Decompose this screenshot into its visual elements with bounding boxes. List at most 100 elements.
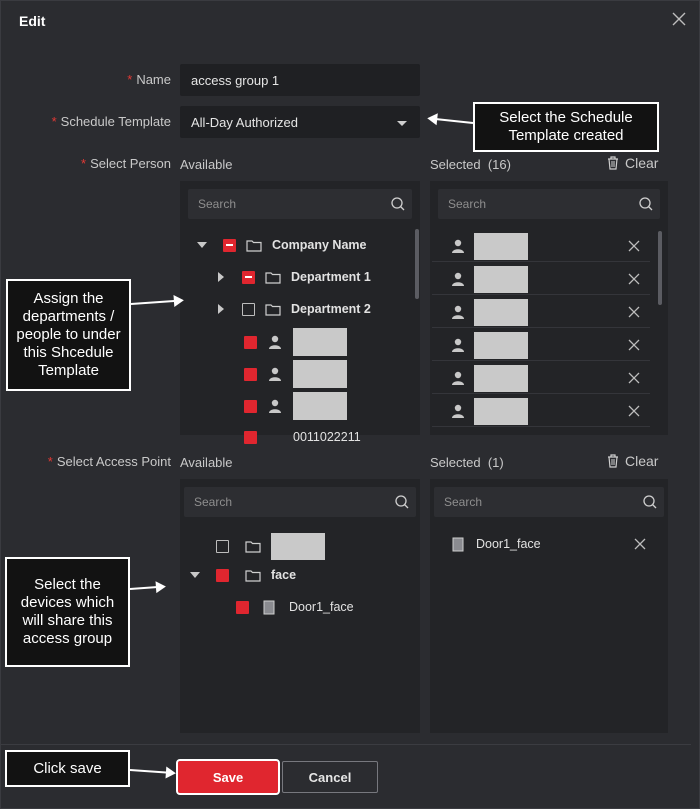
device-group-checkbox[interactable] [216,539,229,553]
tree-item-person[interactable] [244,391,347,421]
access-selected-panel: Search Door1_face [430,479,668,733]
arrow-assign [130,299,176,305]
person-name-redacted [474,398,528,425]
footer-divider [1,744,691,745]
person-checkbox[interactable] [244,335,257,349]
tree-item-person[interactable] [244,327,347,357]
tree-item-person[interactable] [244,359,347,389]
tree-item-door1-face[interactable]: Door1_face [236,595,354,619]
selected-person-row [432,230,650,262]
trash-icon [608,454,618,468]
save-button[interactable]: Save [176,759,280,795]
name-label: *Name [127,72,171,87]
access-selected-label: Selected (1) [430,455,504,470]
remove-icon[interactable] [628,306,640,318]
expand-icon[interactable] [218,272,224,282]
person-icon [269,367,281,381]
person-name-redacted [293,392,347,420]
callout-assign: Assign the departments / people to under… [6,279,131,391]
tree-item-company[interactable]: Company Name [197,233,366,257]
person-name-redacted [474,233,528,260]
select-person-label: *Select Person [81,156,171,171]
person-checkbox[interactable] [244,367,257,381]
person-checkbox[interactable] [244,430,257,444]
person-selected-panel: Search [430,181,668,435]
person-icon [269,399,281,413]
scrollbar[interactable] [658,231,662,305]
department-1-checkbox[interactable] [242,270,255,284]
access-clear-button[interactable]: Clear [607,453,658,469]
selected-person-row [432,329,650,361]
person-clear-button[interactable]: Clear [607,155,658,171]
person-available-panel: Search Company Name Department 1 Departm… [180,181,420,444]
remove-icon[interactable] [628,273,640,285]
remove-icon[interactable] [628,372,640,384]
access-available-search-input[interactable]: Search [184,487,416,517]
company-checkbox[interactable] [223,238,236,252]
device-icon [263,600,275,614]
name-input[interactable]: access group 1 [180,64,420,96]
folder-icon [245,569,261,582]
close-icon[interactable] [669,9,689,29]
tree-item-person[interactable]: 0011022211 [244,425,361,449]
person-icon [452,305,464,319]
expand-icon[interactable] [197,242,207,248]
person-selected-label: Selected (16) [430,157,511,172]
selected-device-row: Door1_face [452,532,541,556]
callout-devices: Select the devices which will share this… [5,557,130,667]
dialog-title: Edit [19,13,46,29]
person-selected-search-input[interactable]: Search [438,189,660,219]
folder-icon [265,303,281,316]
search-icon[interactable] [390,196,406,212]
face-checkbox[interactable] [216,568,229,582]
remove-icon[interactable] [628,240,640,252]
callout-schedule: Select the Schedule Template created [473,102,659,152]
selected-person-row [432,263,650,295]
expand-icon[interactable] [218,304,224,314]
search-icon[interactable] [394,494,410,510]
remove-icon[interactable] [628,405,640,417]
trash-icon [608,156,618,170]
folder-icon [265,271,281,284]
schedule-template-label: *Schedule Template [51,114,171,129]
door1-face-checkbox[interactable] [236,600,249,614]
person-icon [452,338,464,352]
person-icon [452,371,464,385]
cancel-button[interactable]: Cancel [282,761,378,793]
expand-icon[interactable] [190,572,200,578]
tree-item-department-1[interactable]: Department 1 [218,265,371,289]
schedule-template-select[interactable]: All-Day Authorized [180,106,420,138]
access-selected-search-input[interactable]: Search [434,487,664,517]
arrow-save [129,769,168,774]
selected-person-row [432,362,650,394]
arrow-schedule [435,118,474,124]
selected-person-row [432,296,650,328]
callout-save: Click save [5,750,130,787]
person-icon [452,272,464,286]
remove-icon[interactable] [628,339,640,351]
remove-icon[interactable] [634,538,646,550]
scrollbar[interactable] [415,229,419,299]
person-available-label: Available [180,157,233,172]
tree-item-department-2[interactable]: Department 2 [218,297,371,321]
folder-icon [245,540,261,553]
person-name-redacted [474,365,528,392]
search-icon[interactable] [638,196,654,212]
person-name-redacted [293,328,347,356]
person-available-search-input[interactable]: Search [188,189,412,219]
tree-item-face[interactable]: face [190,563,296,587]
search-icon[interactable] [642,494,658,510]
access-available-label: Available [180,455,233,470]
folder-icon [246,239,262,252]
chevron-down-icon [397,121,407,126]
selected-person-row [432,395,650,427]
person-checkbox[interactable] [244,399,257,413]
tree-item-device-group[interactable] [216,531,325,561]
person-name-redacted [474,332,528,359]
person-icon [452,239,464,253]
arrow-devices [129,586,159,590]
access-available-panel: Search face Door1_face [180,479,420,733]
group-name-redacted [271,532,325,560]
department-2-checkbox[interactable] [242,302,255,316]
